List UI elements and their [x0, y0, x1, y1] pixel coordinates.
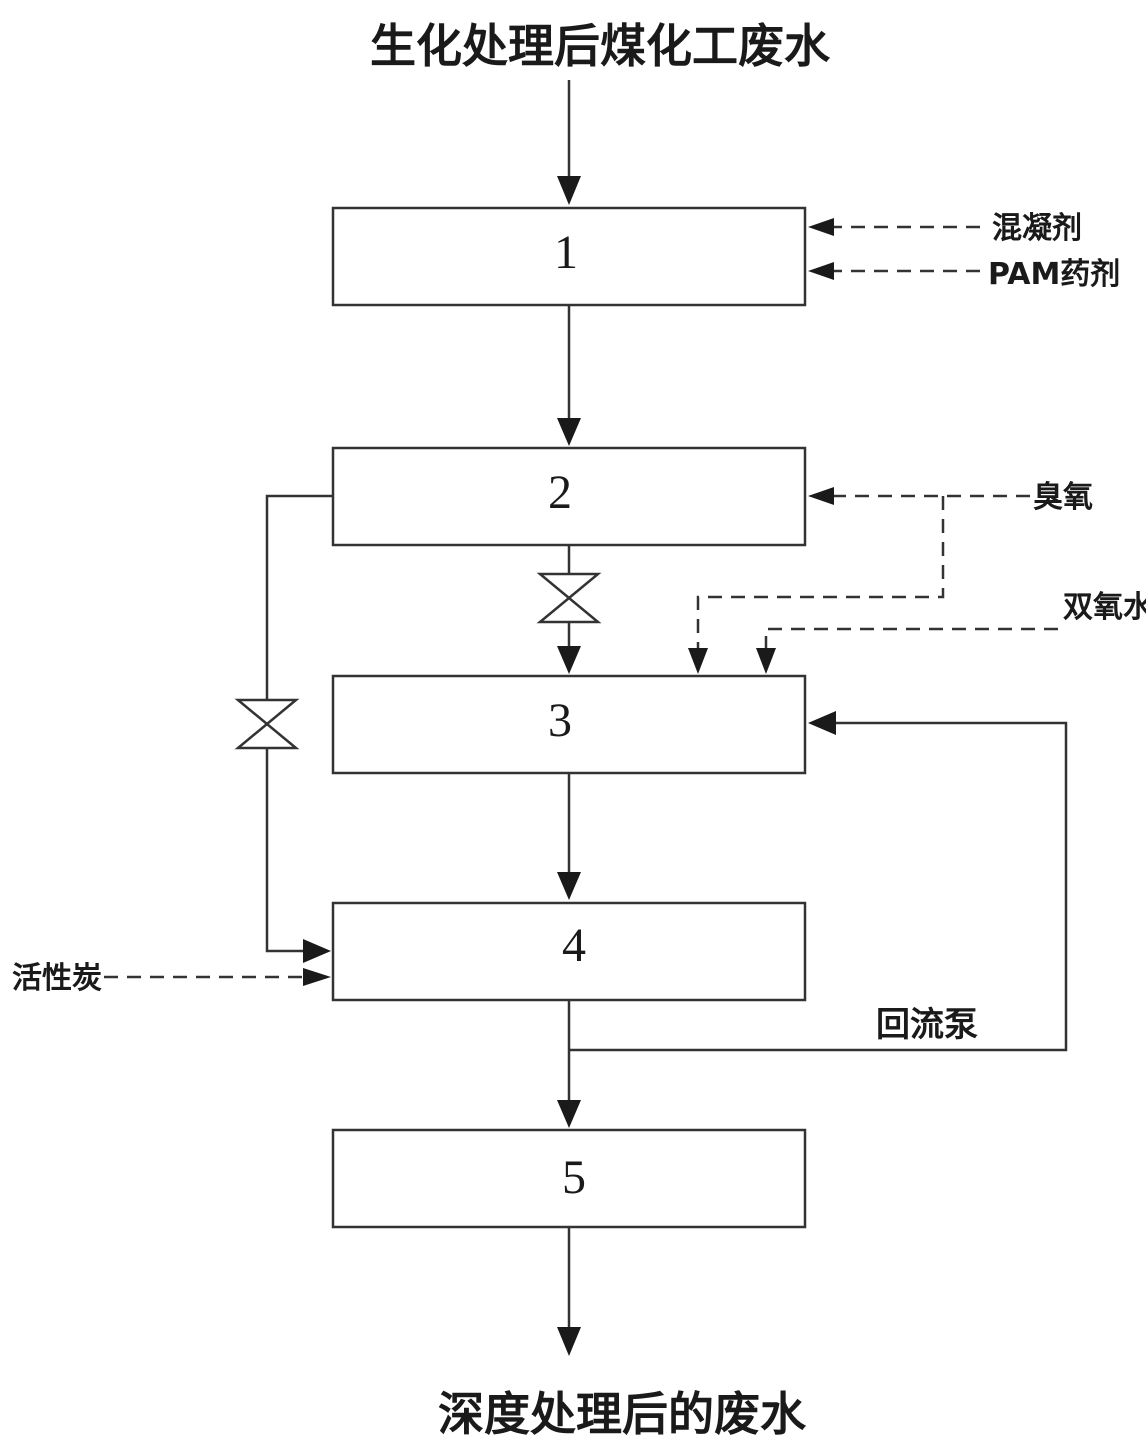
coagulant-arrow — [808, 218, 834, 236]
bottom-title: 深度处理后的废水 — [438, 1387, 807, 1441]
unit-2-label: 2 — [548, 466, 572, 519]
unit-4-box — [331, 901, 807, 1002]
arrow-into-2 — [557, 418, 581, 446]
bypass-line-upper — [265, 494, 333, 700]
valve-2-3-top — [536, 572, 602, 600]
arrow-into-1 — [557, 176, 581, 205]
unit-1-box — [331, 206, 807, 307]
unit-3-box — [331, 674, 807, 775]
top-title: 生化处理后煤化工废水 — [370, 19, 831, 73]
arrow-into-5 — [557, 1100, 581, 1128]
bypass-valve-bottom — [234, 722, 300, 750]
coagulant-label: 混凝剂 — [992, 211, 1082, 246]
unit-1-label: 1 — [554, 226, 578, 279]
pam-arrow — [808, 262, 834, 280]
carbon-arrow-into-4 — [303, 968, 331, 986]
pam-label: PAM药剂 — [988, 257, 1120, 292]
valve-2-3-bottom — [536, 596, 602, 624]
ozone-arrow-into-3 — [688, 648, 708, 674]
arrow-into-3 — [557, 646, 581, 674]
ozone-branch-line — [696, 496, 945, 650]
h2o2-label: 双氧水 — [1063, 590, 1146, 625]
unit-3-label: 3 — [548, 694, 572, 747]
arrow-into-4 — [557, 872, 581, 900]
ozone-label: 臭氧 — [1033, 480, 1093, 515]
bypass-arrow-into-4 — [303, 939, 331, 963]
bypass-valve-top — [234, 698, 300, 726]
arrow-output — [557, 1327, 581, 1356]
bypass-line-lower — [265, 748, 306, 953]
recycle-arrow-into-3 — [808, 711, 836, 735]
unit-4-label: 4 — [562, 919, 586, 972]
unit-5-box — [331, 1128, 807, 1229]
ozone-arrow-into-2 — [808, 487, 834, 505]
h2o2-line — [764, 627, 1058, 650]
h2o2-arrow-into-3 — [756, 648, 776, 674]
recycle-pump-label: 回流泵 — [876, 1005, 978, 1045]
carbon-label: 活性炭 — [12, 961, 102, 996]
unit-5-label: 5 — [562, 1151, 586, 1204]
recycle-line — [569, 721, 1068, 1052]
